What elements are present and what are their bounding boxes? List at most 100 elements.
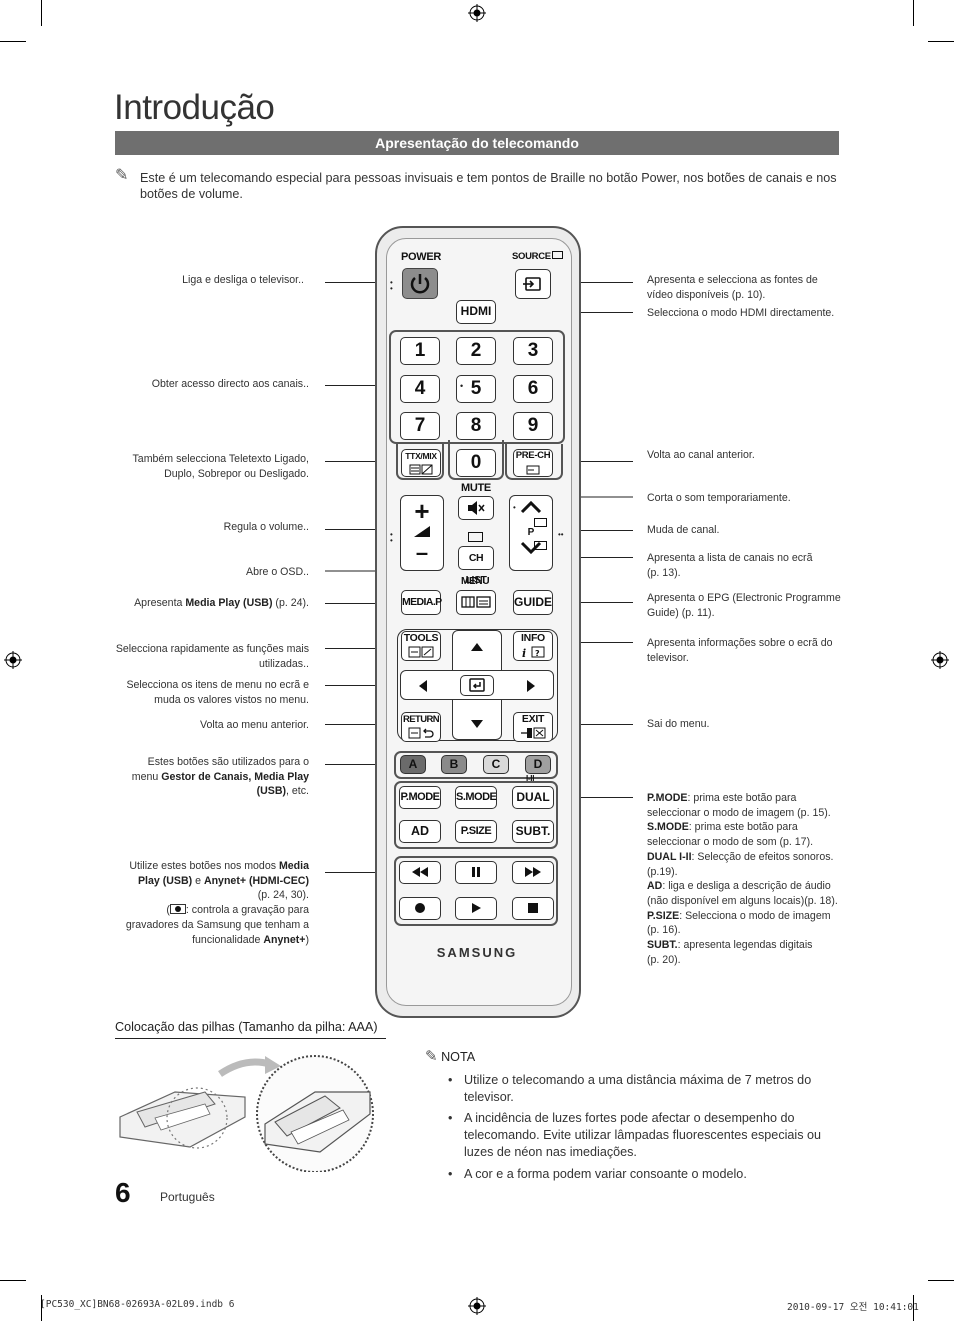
crop-mark [0,41,26,42]
color-button-b[interactable]: B [441,755,467,774]
power-button[interactable] [402,268,438,299]
print-footer-date: 2010-09-17 오전 10:41:01 [787,1302,919,1313]
volume-down-icon: – [415,540,429,565]
label-osd: Abre o OSD.. [246,566,309,578]
color-button-c[interactable]: C [483,755,509,774]
media-p-button[interactable]: MEDIA.P [401,590,442,615]
mode-buttons-group [394,781,558,849]
chevron-up-icon [520,500,542,514]
color-buttons-group [394,751,558,779]
hdmi-button[interactable]: HDMI [456,300,496,324]
rewind-button[interactable] [399,861,441,884]
ttx-mix-button[interactable]: TTX/MIX [401,449,441,477]
note-item: •Utilize o telecomando a uma distância m… [448,1073,812,1104]
exit-button[interactable]: EXIT [513,712,553,742]
mode-description-line: P.SIZE: Selecciona o modo de imagem [647,909,831,922]
leader-line [325,282,405,283]
triangle-right-icon [527,680,535,692]
page-title: Introdução [114,88,275,127]
brand-logo: SAMSUNG [436,945,518,960]
menu-button[interactable] [456,590,496,615]
leader-line [325,685,397,686]
color-button-d[interactable]: D [525,755,551,774]
number-zero-group [448,440,504,480]
crop-mark [913,0,914,26]
digit-7-button[interactable]: 7 [400,412,440,440]
enter-button[interactable] [460,675,494,696]
tools-icon [408,646,434,658]
leader-line [325,724,402,725]
label-color-buttons: Estes botões são utilizados para o menu … [131,756,309,798]
nav-left-button[interactable] [416,678,430,694]
digit-0-button[interactable]: 0 [456,449,496,477]
note-item: •A incidência de luzes fortes pode afect… [448,1111,822,1159]
digit-5-button[interactable]: 5 [456,375,496,403]
dual-caption: I-II [526,774,535,783]
mode-description-line: AD: liga e desliga a descrição de áudio [647,880,831,893]
mode-description-line: (p. 20). [647,953,681,966]
nav-right-button[interactable] [524,678,538,694]
ttx-group [396,444,444,480]
triangle-up-icon [471,643,483,651]
return-icon [408,727,434,739]
record-dot-icon [415,903,425,913]
note-heading: ✎ NOTA [425,1048,476,1065]
source-button[interactable] [515,269,551,299]
dual-button[interactable]: DUAL [512,786,554,809]
ad-button[interactable]: AD [399,820,441,843]
label-hdmi: Selecciona o modo HDMI directamente. [647,307,835,319]
ch-list-button[interactable]: CH LIST [458,546,494,586]
nav-down-button[interactable] [468,717,486,731]
guide-button[interactable]: GUIDE [513,590,553,615]
mute-button[interactable] [458,496,494,520]
label-exit: Sai do menu. [647,718,710,730]
mode-description-line: seleccionar o modo de imagem (p. 15). [647,806,831,819]
channel-rocker[interactable]: P [509,495,553,571]
digit-2-button[interactable]: 2 [456,337,496,365]
tools-button[interactable]: TOOLS [401,631,441,661]
battery-installation-illustration [119,1055,374,1172]
source-icon [523,277,541,291]
nav-up-button[interactable] [468,640,486,654]
digit-9-button[interactable]: 9 [513,412,553,440]
braille-dots: •• [390,530,393,545]
pause-button[interactable] [455,861,497,884]
mode-description-line: (p.19). [647,865,678,878]
p-size-button[interactable]: P.SIZE [455,820,497,843]
color-button-a[interactable]: A [400,755,426,774]
fast-forward-button[interactable] [512,861,554,884]
number-pad-group [389,330,565,444]
leader-line [553,602,633,603]
mode-description-line: (não disponível em alguns locais)(p. 18)… [647,894,838,907]
teletext-small-icon [534,518,547,527]
return-button[interactable]: RETURN [401,712,441,742]
registration-mark-icon [4,651,22,669]
digit-8-button[interactable]: 8 [456,412,496,440]
teletext-icon [526,465,540,475]
leader-line [325,385,390,386]
label-playback: Utilize estes botões nos modos Media Pla… [125,860,309,946]
triangle-down-icon [471,720,483,728]
label-channel: Muda de canal. [647,524,720,536]
leader-line [325,529,402,530]
info-button[interactable]: INFO i? [513,631,553,661]
p-mode-button[interactable]: P.MODE [399,786,441,809]
pre-ch-button[interactable]: PRE-CH [513,449,553,477]
digit-4-button[interactable]: 4 [400,375,440,403]
label-channels: Obter acesso directo aos canais.. [151,378,309,390]
digit-1-button[interactable]: 1 [400,337,440,365]
digit-6-button[interactable]: 6 [513,375,553,403]
stop-button[interactable] [512,897,554,920]
fast-forward-icon [525,867,541,877]
play-button[interactable] [455,897,497,920]
subt-button[interactable]: SUBT. [512,820,554,843]
digit-3-button[interactable]: 3 [513,337,553,365]
mode-description-line: DUAL I-II: Selecção de efeitos sonoros. [647,850,834,863]
label-power: Liga e desliga o televisor.. [182,274,304,286]
volume-rocker[interactable]: + – [400,495,444,571]
note-item: •A cor e a forma podem variar consoante … [448,1167,747,1181]
s-mode-button[interactable]: S.MODE [455,786,497,809]
record-button[interactable] [399,897,441,920]
